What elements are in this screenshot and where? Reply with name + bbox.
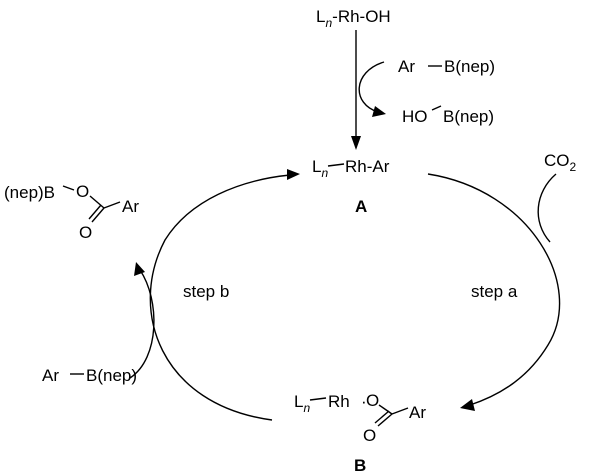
intermediate-b: Ln Rh · O Ar O B	[294, 391, 426, 475]
rh-oh-suffix: -Rh-OH	[332, 7, 391, 26]
step-b-label: step b	[183, 282, 229, 301]
aryl-label-left: Ar	[42, 366, 59, 385]
entry-arrow	[351, 30, 361, 150]
svg-text:CO2: CO2	[544, 151, 577, 174]
b-metal: Rh	[328, 392, 350, 411]
hydroxy-boronate-label: B(nep)	[443, 107, 494, 126]
a-prefix: L	[312, 157, 321, 176]
svg-text:Ln: Ln	[294, 392, 310, 415]
product-carbonyl-oxygen: O	[79, 223, 92, 242]
step-b-arc	[149, 169, 300, 421]
b-subscript: n	[303, 401, 310, 415]
svg-text:Ln: Ln	[312, 157, 328, 180]
product-boron: (nep)B	[4, 183, 55, 202]
label-b: B	[354, 456, 366, 475]
product-release-curve	[129, 262, 155, 379]
co2-base: CO	[544, 151, 570, 170]
a-aryl: -Ar	[367, 157, 390, 176]
product-ester-oxygen: O	[76, 182, 89, 201]
carbon-dioxide: CO2	[537, 151, 577, 243]
b-ester-oxygen: O	[366, 391, 379, 410]
svg-text:Rh-Ar: Rh-Ar	[345, 157, 390, 176]
a-subscript: n	[321, 166, 328, 180]
rh-oh-prefix: L	[316, 7, 325, 26]
b-prefix: L	[294, 392, 303, 411]
transmetalation-curve	[358, 61, 386, 117]
b-aryl: Ar	[409, 403, 426, 422]
svg-text:Ln-Rh-OH: Ln-Rh-OH	[316, 7, 391, 30]
step-a-label: step a	[471, 282, 518, 301]
b-dot: ·	[361, 392, 367, 411]
aryl-boronate-reagent-top: Ar B(nep)	[398, 57, 495, 76]
co2-subscript: 2	[570, 160, 577, 174]
boronate-label-left: B(nep)	[86, 366, 137, 385]
aryl-label-top: Ar	[398, 57, 415, 76]
b-carbonyl-oxygen: O	[363, 426, 376, 445]
product-aryl: Ar	[122, 197, 139, 216]
ho-label: HO	[402, 107, 428, 126]
boronate-label-top: B(nep)	[444, 57, 495, 76]
label-a: A	[355, 197, 367, 216]
aryl-boronate-reagent-left: Ar B(nep)	[42, 366, 137, 385]
rh-hydroxide-reagent: Ln-Rh-OH	[316, 7, 391, 30]
hydroxy-boronate-byproduct: HO B(nep)	[402, 105, 494, 126]
a-metal: Rh	[345, 157, 367, 176]
rh-oh-subscript: n	[325, 16, 332, 30]
step-a-arc	[427, 173, 561, 411]
boryl-ester-product: (nep)B O Ar O	[4, 182, 139, 242]
intermediate-a: Ln Rh-Ar A	[312, 157, 390, 216]
